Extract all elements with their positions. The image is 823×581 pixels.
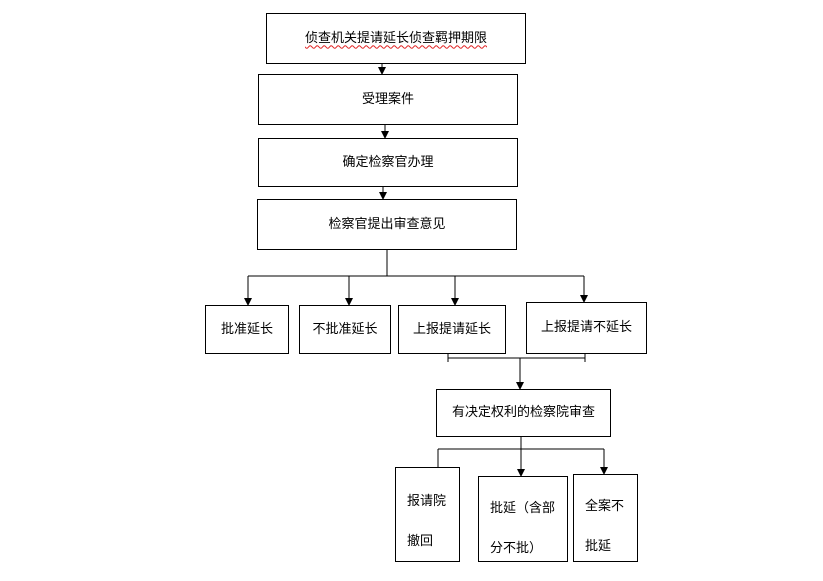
node-review-opinion-label: 检察官提出审查意见 (328, 216, 446, 232)
node-review-opinion: 检察官提出审查意见 (257, 199, 517, 250)
outcome-escalate-not-extend: 上报提请不延长 (526, 302, 647, 354)
node-assign-prosecutor: 确定检察官办理 (258, 138, 518, 187)
outcome-approve-label: 批准延长 (220, 321, 273, 337)
outcome-escalate-extend-label: 上报提请延长 (412, 321, 491, 337)
result-extend-partial-line-2: 分不批） (490, 541, 543, 556)
result-deny-all-line-1: 全案不 (585, 499, 625, 514)
outcome-escalate-not-extend-label: 上报提请不延长 (540, 320, 632, 335)
outcome-escalate-extend: 上报提请延长 (398, 305, 506, 354)
node-accept-case-label: 受理案件 (361, 91, 414, 107)
outcome-reject-label: 不批准延长 (312, 321, 378, 337)
result-deny-all: 全案不 批延 (573, 474, 638, 562)
result-extend-partial-line-1: 批延（含部 (490, 501, 556, 516)
outcome-reject: 不批准延长 (299, 305, 391, 354)
result-extend-partial: 批延（含部 分不批） (478, 476, 568, 562)
result-withdraw-line-1: 报请院 (407, 494, 447, 509)
node-assign-prosecutor-label: 确定检察官办理 (342, 154, 434, 170)
result-withdraw: 报请院 撤回 (395, 467, 460, 562)
node-accept-case: 受理案件 (258, 74, 518, 125)
outcome-approve: 批准延长 (205, 305, 289, 354)
node-superior-review: 有决定权利的检察院审查 (436, 389, 611, 437)
result-deny-all-line-2: 批延 (585, 539, 612, 554)
result-withdraw-line-2: 撤回 (407, 534, 434, 549)
node-superior-review-label: 有决定权利的检察院审查 (451, 405, 595, 420)
node-apply-extension-label: 侦查机关提请延长侦查羁押期限 (304, 30, 487, 46)
node-apply-extension: 侦查机关提请延长侦查羁押期限 (266, 13, 526, 64)
